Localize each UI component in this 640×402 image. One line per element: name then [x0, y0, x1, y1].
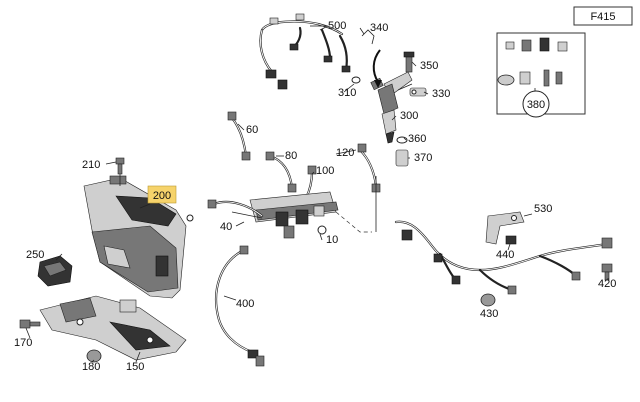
label-210[interactable]: 210 [82, 159, 100, 171]
label-40[interactable]: 40 [220, 221, 232, 233]
label-10[interactable]: 10 [326, 234, 338, 246]
label-250[interactable]: 250 [26, 249, 44, 261]
label-170[interactable]: 170 [14, 337, 32, 349]
label-330[interactable]: 330 [432, 88, 450, 100]
label-310[interactable]: 310 [338, 87, 356, 99]
label-180[interactable]: 180 [82, 361, 100, 373]
label-200-highlight[interactable]: 200 [147, 185, 177, 204]
fuel-rail-10-drawing [207, 176, 377, 239]
label-150[interactable]: 150 [126, 361, 144, 373]
position-labels: 210 200 250 170 180 150 40 60 80 100 120… [14, 20, 616, 373]
label-300[interactable]: 300 [400, 110, 418, 122]
label-500[interactable]: 500 [328, 20, 346, 32]
label-120[interactable]: 120 [336, 147, 354, 159]
sheet-code: F415 [590, 11, 615, 23]
cover-200-drawing [83, 157, 194, 299]
label-430[interactable]: 430 [480, 308, 498, 320]
line-400-drawing [214, 245, 265, 367]
label-440[interactable]: 440 [496, 249, 514, 261]
label-420[interactable]: 420 [598, 278, 616, 290]
label-100[interactable]: 100 [316, 165, 334, 177]
harness-530-drawing [394, 211, 613, 307]
label-380[interactable]: 380 [527, 99, 545, 111]
label-530[interactable]: 530 [534, 203, 552, 215]
label-380-circle[interactable]: 380 [522, 90, 550, 118]
label-370[interactable]: 370 [414, 152, 432, 164]
sheet-code-box: F415 [573, 6, 633, 26]
label-200[interactable]: 200 [153, 190, 171, 202]
label-360[interactable]: 360 [408, 133, 426, 145]
label-350[interactable]: 350 [420, 60, 438, 72]
label-400[interactable]: 400 [236, 298, 254, 310]
label-80[interactable]: 80 [285, 150, 297, 162]
label-340[interactable]: 340 [370, 22, 388, 34]
label-60[interactable]: 60 [246, 124, 258, 136]
harness-500-drawing [259, 13, 351, 90]
bracket-150-drawing [19, 295, 187, 363]
leader-lines [25, 25, 609, 363]
injector-300-drawing [351, 29, 427, 167]
